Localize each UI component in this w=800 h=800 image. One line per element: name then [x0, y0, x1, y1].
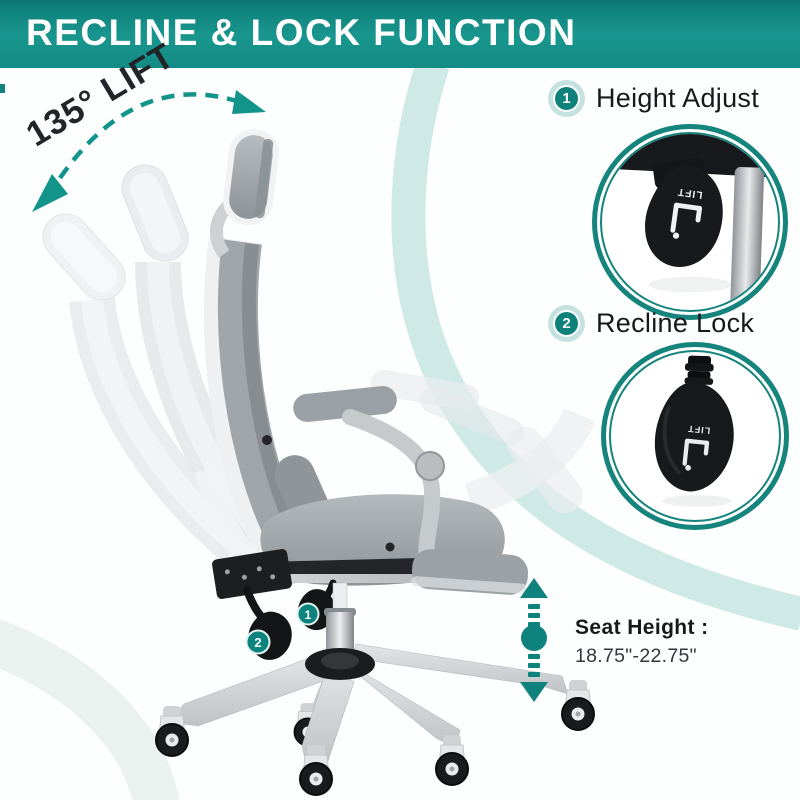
feature-1-label: Height Adjust — [596, 83, 759, 113]
lever-print-text: LIFT — [677, 186, 704, 200]
seat-height-range: 18.75"-22.75" — [575, 645, 697, 667]
lever-badge-2-number: 2 — [254, 635, 261, 650]
lever-badge-1 — [296, 602, 320, 626]
tilt-mechanism — [212, 549, 292, 599]
feature-1-number: 1 — [553, 85, 580, 112]
feature-height-adjust: 1 Height Adjust — [548, 80, 759, 117]
recline-lock-photo: LIFT — [609, 350, 781, 522]
seat-height-texts: Seat Height : 18.75"-22.75" — [575, 578, 709, 702]
recline-lock-callout: LIFT — [601, 342, 789, 530]
height-lever: 1 — [296, 579, 337, 631]
feature-2-badge: 2 — [548, 305, 585, 342]
recline-knob-zoom: LIFT — [654, 355, 734, 507]
lever-print-icon: LIFT — [670, 186, 704, 239]
decor-square — [0, 84, 5, 93]
height-lever-zoom: LIFT — [602, 134, 778, 310]
headrest — [223, 129, 279, 225]
lever-badge-2 — [245, 629, 271, 655]
feature-2-label: Recline Lock — [596, 308, 755, 338]
feature-1-badge: 1 — [548, 80, 585, 117]
footrest — [411, 549, 529, 595]
banner-title: RECLINE & LOCK FUNCTION — [26, 11, 577, 53]
knob-print-icon: LIFT — [682, 424, 711, 471]
height-adjust-photo: LIFT — [600, 132, 780, 312]
seat-height-block: Seat Height : 18.75"-22.75" — [520, 578, 709, 702]
feature-recline-lock: 2 Recline Lock — [548, 305, 754, 342]
chair-solid: 2 1 — [155, 129, 595, 796]
chair-ghost-positions — [42, 164, 596, 563]
decor-pale-ring — [0, 619, 180, 800]
seat-height-label: Seat Height : — [575, 616, 709, 639]
recline-arc-arrow — [32, 90, 266, 212]
armrest — [293, 386, 397, 422]
feature-2-number: 2 — [553, 310, 580, 337]
recline-lever: 2 — [243, 586, 292, 660]
knob-print-text: LIFT — [687, 424, 711, 436]
height-adjust-callout: LIFT — [592, 124, 788, 320]
height-range-arrow-icon — [520, 578, 548, 702]
lever-badge-1-number: 1 — [305, 608, 312, 622]
banner: RECLINE & LOCK FUNCTION — [0, 0, 800, 68]
